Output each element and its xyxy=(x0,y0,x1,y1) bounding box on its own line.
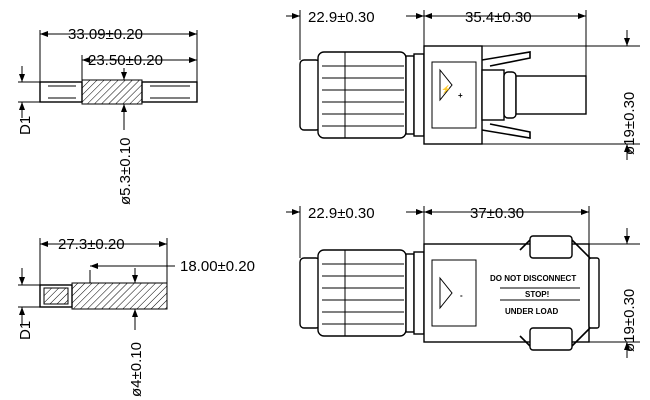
warning-line-2: STOP! xyxy=(525,290,549,299)
male-body-length-label: 35.4±0.30 xyxy=(465,9,532,26)
svg-text:⚡: ⚡ xyxy=(441,84,451,94)
pin-bottom-length-label: 27.3±0.20 xyxy=(58,236,125,253)
pin-top-inner-label: 23.50±0.20 xyxy=(88,52,163,69)
warning-line-1: DO NOT DISCONNECT xyxy=(490,274,576,283)
male-connector: ⚡ xyxy=(286,10,640,160)
warning-line-3: UNDER LOAD xyxy=(505,307,559,316)
pin-bottom-d1-label: D1 xyxy=(17,321,34,340)
female-nut-length-label: 22.9±0.30 xyxy=(308,205,375,222)
plus-sign: + xyxy=(458,91,463,100)
pin-top-length-label: 33.09±0.20 xyxy=(68,26,143,43)
top-pin xyxy=(18,30,198,130)
pin-top-d1-label: D1 xyxy=(17,116,34,135)
bottom-pin xyxy=(18,238,175,330)
pin-top-diameter-label: ø5.3±0.10 xyxy=(117,138,134,205)
pin-bottom-inner-label: 18.00±0.20 xyxy=(180,258,255,275)
female-diameter-label: ø19±0.30 xyxy=(621,289,638,352)
pin-bottom-diameter-label: ø4±0.10 xyxy=(128,342,145,397)
male-nut-length-label: 22.9±0.30 xyxy=(308,9,375,26)
minus-sign: - xyxy=(460,291,463,300)
female-body-length-label: 37±0.30 xyxy=(470,205,524,222)
male-diameter-label: ø19±0.30 xyxy=(621,92,638,155)
female-connector xyxy=(286,206,640,358)
